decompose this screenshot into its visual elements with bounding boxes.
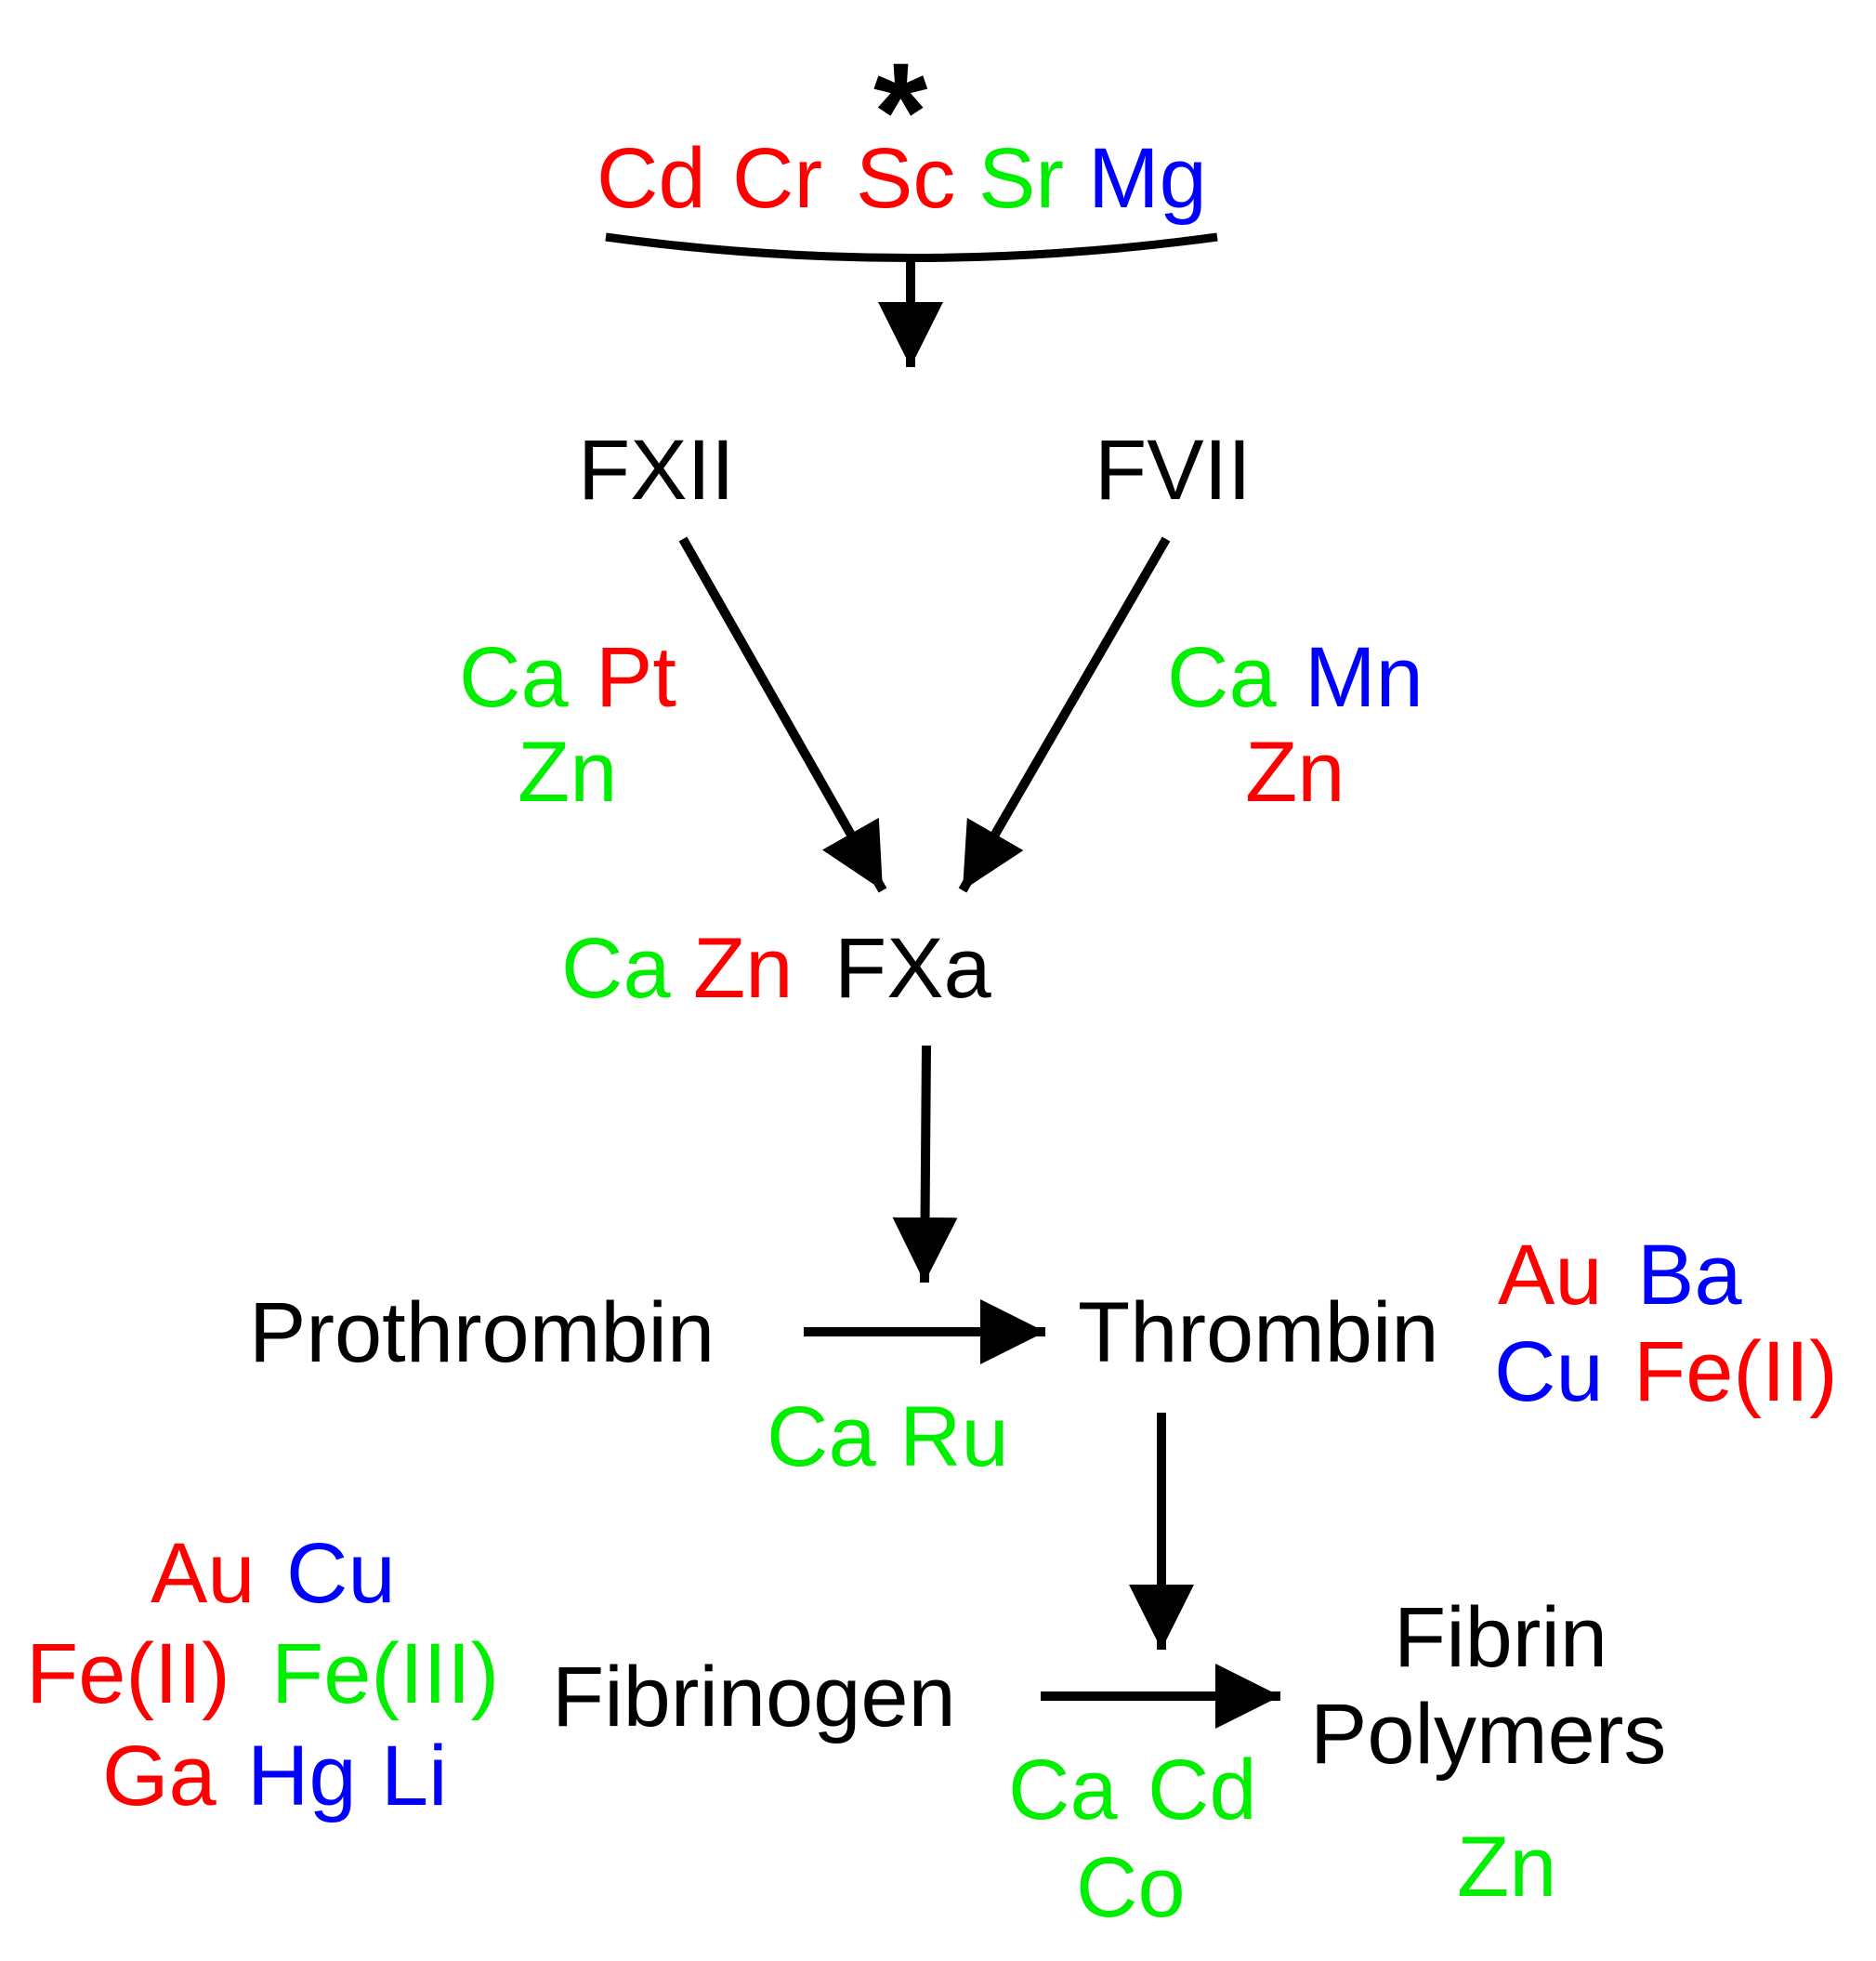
- prothrombin-metal-ca: Ca: [767, 1389, 876, 1484]
- top-metal-cr: Cr: [732, 131, 823, 226]
- fibrinogen-metal-fe2: Fe(II): [26, 1626, 230, 1721]
- node-thrombin: Thrombin: [1078, 1285, 1439, 1380]
- top-metal-cd: Cd: [597, 131, 706, 226]
- fibrin-conversion-metal-ca: Ca: [1008, 1743, 1118, 1837]
- fvii-metal-zn: Zn: [1245, 725, 1345, 820]
- arrow-fvii-to-fxa: [958, 536, 1171, 893]
- fibrinogen-metal-au: Au: [151, 1526, 256, 1621]
- fxa-metal-ca: Ca: [561, 921, 671, 1016]
- node-prothrombin: Prothrombin: [249, 1285, 715, 1380]
- node-fvii: FVII: [1095, 423, 1252, 518]
- node-fibrinogen: Fibrinogen: [552, 1650, 956, 1744]
- node-fxa: FXa: [834, 921, 991, 1016]
- fvii-metal-mn: Mn: [1305, 630, 1423, 725]
- fibrinogen-metal-li: Li: [381, 1729, 448, 1823]
- asterisk-marker: *: [873, 33, 928, 190]
- thrombin-metal-ba: Ba: [1637, 1228, 1742, 1323]
- node-fibrin-line2: Polymers: [1310, 1687, 1667, 1782]
- arrow-fxii-to-fxa: [678, 536, 887, 893]
- top-bracket: [605, 232, 1218, 262]
- fibrin-metal-zn: Zn: [1457, 1820, 1557, 1915]
- fxii-metal-pt: Pt: [596, 630, 676, 725]
- prothrombin-metal-ru: Ru: [899, 1389, 1009, 1484]
- fibrinogen-metal-ga: Ga: [102, 1729, 216, 1823]
- top-metal-mg: Mg: [1088, 131, 1207, 226]
- fxii-metal-zn: Zn: [518, 725, 618, 820]
- thrombin-metal-cu: Cu: [1494, 1324, 1604, 1419]
- top-metal-sc: Sc: [856, 131, 956, 226]
- fibrin-conversion-metal-co: Co: [1076, 1840, 1186, 1935]
- fibrin-conversion-metal-cd: Cd: [1148, 1743, 1257, 1837]
- node-fibrin-line1: Fibrin: [1394, 1590, 1608, 1685]
- fvii-metal-ca: Ca: [1167, 630, 1277, 725]
- fxii-metal-ca: Ca: [459, 630, 569, 725]
- arrow-fxa-down: [892, 1045, 958, 1283]
- fibrinogen-metal-hg: Hg: [247, 1729, 357, 1823]
- fibrinogen-metal-fe3: Fe(III): [271, 1626, 500, 1721]
- node-fxii: FXII: [578, 423, 735, 518]
- thrombin-metal-fe2: Fe(II): [1633, 1324, 1838, 1419]
- thrombin-metal-au: Au: [1498, 1228, 1603, 1323]
- fxa-metal-zn: Zn: [693, 921, 794, 1016]
- fibrinogen-metal-cu: Cu: [286, 1526, 396, 1621]
- top-metal-sr: Sr: [978, 131, 1064, 226]
